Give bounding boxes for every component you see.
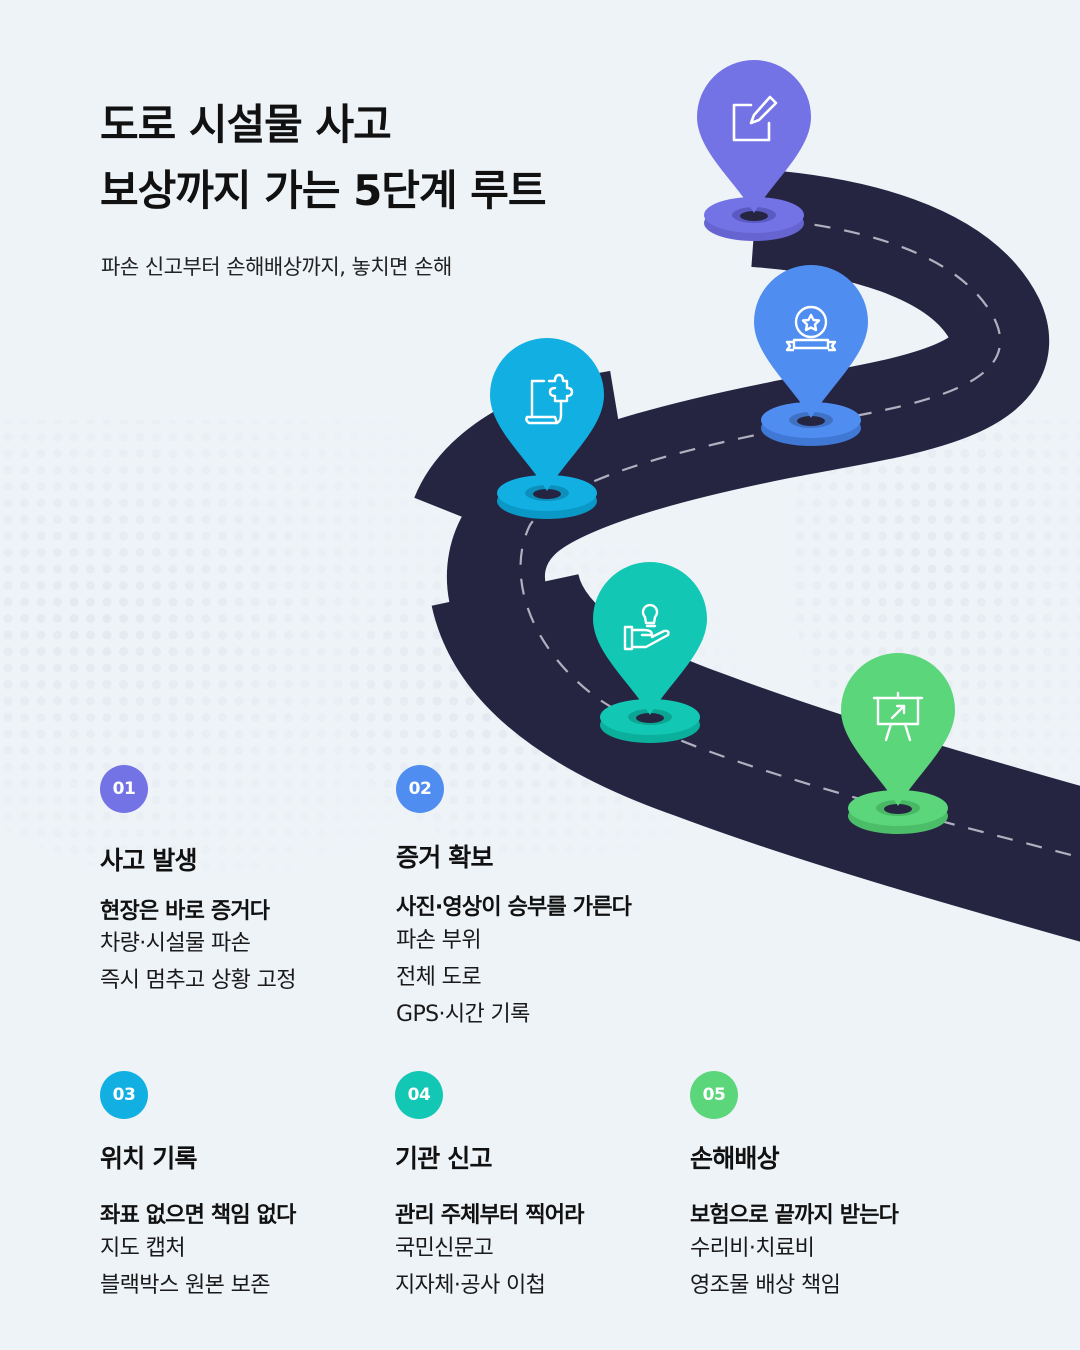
step-title: 사고 발생 xyxy=(100,846,198,875)
step-headline: 현장은 바로 증거다 xyxy=(100,899,270,924)
step-headline: 관리 주체부터 찍어라 xyxy=(395,1203,584,1228)
step-details: 수리비·치료비 영조물 배상 책임 xyxy=(690,1230,841,1304)
step-detail-line: 지자체·공사 이첩 xyxy=(395,1273,546,1298)
page-title: 도로 시설물 사고 보상까지 가는 5단계 루트 xyxy=(100,92,546,224)
step-headline: 보험으로 끝까지 받는다 xyxy=(690,1203,899,1228)
step-detail-line: 국민신문고 xyxy=(395,1236,494,1261)
step-headline: 사진·영상이 승부를 가른다 xyxy=(396,895,632,920)
step-detail-line: 전체 도로 xyxy=(396,965,482,990)
step-02: 02 증거 확보 사진·영상이 승부를 가른다 파손 부위 전체 도로 GPS·… xyxy=(396,765,686,1035)
title-line-2: 보상까지 가는 5단계 루트 xyxy=(100,166,546,215)
step-detail-line: 파손 부위 xyxy=(396,928,482,953)
pin-step-04 xyxy=(593,562,707,743)
step-detail-line: 영조물 배상 책임 xyxy=(690,1273,841,1298)
step-03: 03 위치 기록 좌표 없으면 책임 없다 지도 캡처 블랙박스 원본 보존 xyxy=(100,1071,390,1311)
step-title: 위치 기록 xyxy=(100,1144,198,1173)
step-details: 차량·시설물 파손 즉시 멈추고 상황 고정 xyxy=(100,925,297,999)
step-detail-line: 즉시 멈추고 상황 고정 xyxy=(100,968,297,993)
title-line-1: 도로 시설물 사고 xyxy=(100,100,392,149)
pin-step-03 xyxy=(490,338,604,519)
step-details: 지도 캡처 블랙박스 원본 보존 xyxy=(100,1230,271,1304)
step-number-badge: 02 xyxy=(396,765,444,813)
step-details: 국민신문고 지자체·공사 이첩 xyxy=(395,1230,546,1304)
page-subtitle: 파손 신고부터 손해배상까지, 놓치면 손해 xyxy=(101,255,452,279)
pin-step-05 xyxy=(841,653,955,834)
step-title: 증거 확보 xyxy=(396,843,494,872)
step-number-badge: 04 xyxy=(395,1071,443,1119)
step-number-badge: 03 xyxy=(100,1071,148,1119)
step-detail-line: 차량·시설물 파손 xyxy=(100,931,251,956)
step-05: 05 손해배상 보험으로 끝까지 받는다 수리비·치료비 영조물 배상 책임 xyxy=(690,1071,980,1311)
step-title: 손해배상 xyxy=(690,1144,780,1173)
edit-pencil-icon xyxy=(732,95,778,142)
step-number-badge: 05 xyxy=(690,1071,738,1119)
step-detail-line: 블랙박스 원본 보존 xyxy=(100,1273,271,1298)
step-detail-line: GPS·시간 기록 xyxy=(396,1002,530,1027)
step-detail-line: 지도 캡처 xyxy=(100,1236,186,1261)
hand-lightbulb-icon xyxy=(623,603,670,651)
award-badge-icon xyxy=(785,305,837,352)
step-number-badge: 01 xyxy=(100,765,148,813)
step-headline: 좌표 없으면 책임 없다 xyxy=(100,1203,296,1228)
step-detail-line: 수리비·치료비 xyxy=(690,1236,815,1261)
document-puzzle-icon xyxy=(525,373,574,425)
step-details: 파손 부위 전체 도로 GPS·시간 기록 xyxy=(396,922,530,1033)
step-title: 기관 신고 xyxy=(395,1144,493,1173)
pin-step-01 xyxy=(697,60,811,241)
presentation-board-icon xyxy=(872,691,924,742)
step-04: 04 기관 신고 관리 주체부터 찍어라 국민신문고 지자체·공사 이첩 xyxy=(395,1071,685,1311)
step-01: 01 사고 발생 현장은 바로 증거다 차량·시설물 파손 즉시 멈추고 상황 … xyxy=(100,765,390,1005)
pin-step-02 xyxy=(754,265,868,446)
